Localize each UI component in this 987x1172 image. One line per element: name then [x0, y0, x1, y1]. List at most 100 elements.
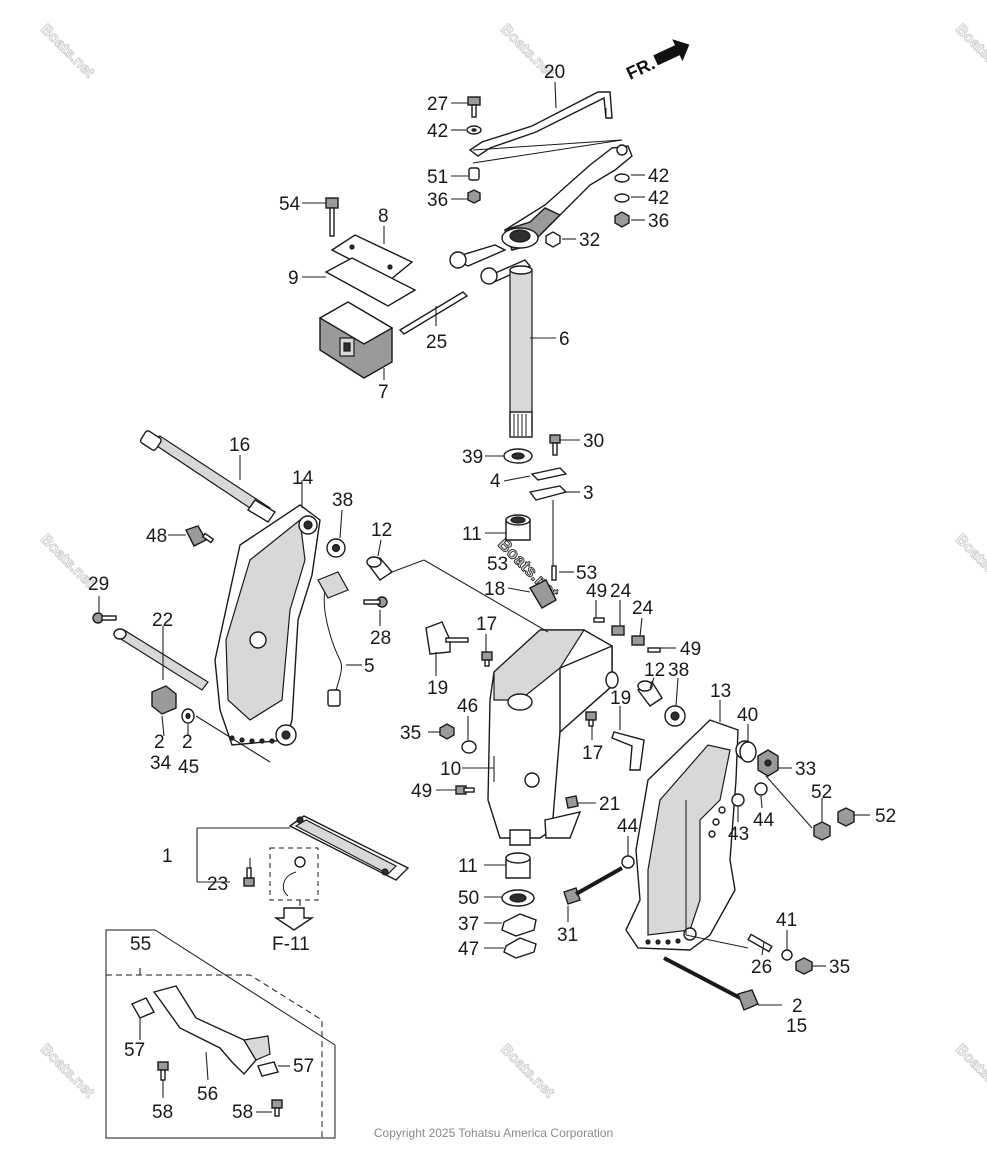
callout-58: 58 — [232, 1102, 253, 1123]
callout-35: 35 — [400, 723, 421, 744]
nut-32 — [545, 231, 561, 248]
watermark-bottom-center: Boats.net — [497, 1040, 558, 1101]
mount-rubber-7 — [318, 301, 394, 379]
washer-42-right-b — [614, 193, 630, 203]
callout-46: 46 — [457, 696, 478, 717]
callout-24: 24 — [610, 581, 632, 602]
callout-27: 27 — [427, 94, 448, 115]
callout-44: 44 — [617, 816, 639, 837]
callout-numbers: 20 27 42 51 36 42 42 36 32 54 8 9 25 6 7… — [88, 62, 896, 1123]
callout-42: 42 — [648, 188, 669, 209]
callout-28: 28 — [370, 628, 391, 649]
nut-36-left — [467, 189, 481, 204]
callout-11: 11 — [462, 524, 482, 545]
nut-36-right — [614, 211, 630, 228]
callout-43: 43 — [728, 824, 749, 845]
watermark-top-left: Boats.net — [37, 20, 98, 81]
callout-23: 23 — [207, 874, 228, 895]
callout-47: 47 — [458, 939, 479, 960]
washer-43 — [731, 793, 745, 807]
nut-35-right — [795, 957, 813, 975]
washer-50 — [501, 889, 535, 907]
callout-17: 17 — [582, 743, 603, 764]
callout-19: 19 — [610, 688, 631, 709]
stud-25 — [398, 291, 469, 335]
callout-52: 52 — [811, 782, 832, 803]
stern-bracket-13 — [625, 719, 755, 951]
callout-50: 50 — [458, 888, 479, 909]
callout-51: 51 — [427, 167, 448, 188]
bushing-12-left — [366, 556, 394, 581]
callout-9: 9 — [288, 268, 299, 289]
bolt-30 — [549, 434, 561, 456]
watermark-top-right: Boats.net — [952, 20, 987, 81]
steering-shaft — [509, 265, 533, 438]
leader-lines — [98, 81, 870, 1113]
plate-3 — [528, 485, 568, 501]
clip-57-right — [257, 1061, 279, 1077]
bolt-27 — [467, 96, 481, 118]
screw-58-left — [157, 1061, 169, 1081]
washer-46 — [461, 740, 477, 754]
tilt-tube-22 — [113, 628, 209, 691]
callout-24: 24 — [632, 598, 654, 619]
callout-8: 8 — [378, 206, 389, 227]
washer-42-right-a — [614, 173, 630, 183]
washer-42-top — [466, 125, 482, 135]
watermark-mid-right: Boats.net — [952, 530, 987, 591]
callout-18: 18 — [484, 579, 505, 600]
svg-text:Boats.net: Boats.net — [497, 1041, 557, 1101]
washer-38-left — [326, 538, 346, 558]
callout-29: 29 — [88, 574, 109, 595]
callout-32: 32 — [579, 230, 600, 251]
washer-41 — [781, 949, 793, 961]
bolt-17-right — [585, 711, 597, 727]
callout-36: 36 — [427, 190, 448, 211]
callout-48: 48 — [146, 526, 167, 547]
bushing-11-bottom — [505, 852, 531, 879]
f11-reference-label: F-11 — [272, 934, 310, 955]
watermark-bottom-right: Boats.net — [952, 1040, 987, 1101]
callout-7: 7 — [378, 382, 389, 403]
callout-57: 57 — [293, 1056, 314, 1077]
anode-1 — [288, 815, 410, 881]
washer-40 — [739, 741, 757, 763]
kit-55-frame — [105, 929, 336, 1139]
svg-text:Boats.net: Boats.net — [952, 531, 987, 591]
callout-11: 11 — [458, 856, 478, 877]
callout-1: 1 — [162, 846, 173, 867]
wire-harness-5 — [317, 571, 349, 707]
callout-39: 39 — [462, 447, 483, 468]
callout-42: 42 — [427, 121, 448, 142]
nut-35-left — [439, 723, 455, 740]
callout-35: 35 — [829, 957, 850, 978]
callout-36: 36 — [648, 211, 669, 232]
nut-34 — [151, 685, 177, 715]
washer-38-right — [664, 705, 686, 727]
callout-41: 41 — [776, 910, 797, 931]
callout-56: 56 — [197, 1084, 218, 1105]
tilt-lever-19-left — [425, 621, 469, 655]
callout-10: 10 — [440, 759, 461, 780]
callout-2: 2 — [154, 732, 165, 753]
callout-19: 19 — [427, 678, 448, 699]
callout-34: 34 — [150, 753, 172, 774]
callout-2: 2 — [182, 732, 193, 753]
washer-44-upper — [754, 782, 768, 796]
callout-20: 20 — [544, 62, 565, 83]
plate-4 — [530, 467, 568, 481]
bolt-23 — [243, 867, 255, 887]
plate-37 — [501, 913, 537, 937]
callout-58: 58 — [152, 1102, 173, 1123]
callout-38: 38 — [332, 490, 353, 511]
plate-9 — [324, 257, 417, 307]
callout-3: 3 — [583, 483, 594, 504]
callout-17: 17 — [476, 614, 497, 635]
svg-text:Boats.net: Boats.net — [952, 21, 987, 81]
callout-57: 57 — [124, 1040, 145, 1061]
tilt-bolt-15 — [663, 956, 759, 1011]
callout-49: 49 — [586, 581, 607, 602]
bolt-17-left — [481, 651, 493, 667]
pin-26 — [747, 933, 773, 953]
washer-45 — [181, 708, 195, 724]
